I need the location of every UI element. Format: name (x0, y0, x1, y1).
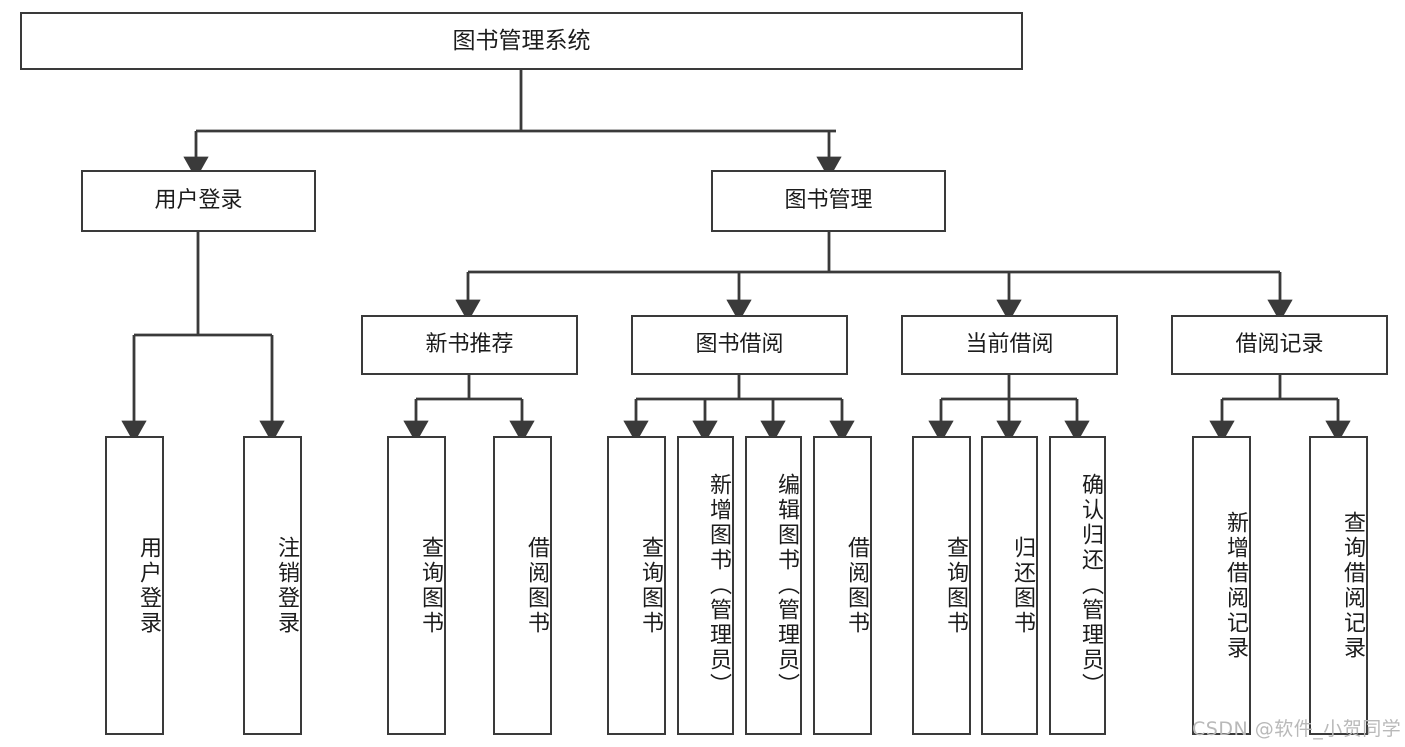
leaf-borrow-book-recommend-label: 借阅图书 (524, 535, 549, 636)
node-current-borrow-label: 当前借阅 (965, 332, 1054, 358)
leaf-query-borrow-record-label: 查询借阅记录 (1340, 510, 1365, 661)
leaf-add-book-admin-label: 新增图书（管理员） (706, 473, 731, 698)
leaf-logout-label: 注销登录 (274, 535, 299, 636)
leaf-edit-book-admin[interactable]: 编辑图书（管理员） (745, 436, 802, 735)
leaf-query-book-borrow[interactable]: 查询图书 (607, 436, 666, 735)
leaf-query-book-current-label: 查询图书 (943, 535, 968, 636)
node-borrow-record[interactable]: 借阅记录 (1171, 315, 1388, 375)
leaf-confirm-return-admin-label: 确认归还（管理员） (1078, 473, 1103, 698)
leaf-add-borrow-record[interactable]: 新增借阅记录 (1192, 436, 1251, 735)
leaf-add-borrow-record-label: 新增借阅记录 (1223, 510, 1248, 661)
node-new-book-recommend-label: 新书推荐 (425, 332, 514, 358)
leaf-edit-book-admin-label: 编辑图书（管理员） (774, 473, 799, 698)
leaf-user-login-label: 用户登录 (136, 535, 161, 636)
leaf-query-borrow-record[interactable]: 查询借阅记录 (1309, 436, 1368, 735)
leaf-query-book-recommend[interactable]: 查询图书 (387, 436, 446, 735)
leaf-query-book-recommend-label: 查询图书 (418, 535, 443, 636)
node-book-borrow[interactable]: 图书借阅 (631, 315, 848, 375)
node-user-login[interactable]: 用户登录 (81, 170, 316, 232)
leaf-logout[interactable]: 注销登录 (243, 436, 302, 735)
leaf-borrow-book-recommend[interactable]: 借阅图书 (493, 436, 552, 735)
node-new-book-recommend[interactable]: 新书推荐 (361, 315, 578, 375)
node-current-borrow[interactable]: 当前借阅 (901, 315, 1118, 375)
leaf-user-login[interactable]: 用户登录 (105, 436, 164, 735)
leaf-borrow-book-label: 借阅图书 (844, 535, 869, 636)
watermark: CSDN @软件_小贺同学 (1192, 718, 1402, 740)
node-root[interactable]: 图书管理系统 (20, 12, 1023, 70)
leaf-confirm-return-admin[interactable]: 确认归还（管理员） (1049, 436, 1106, 735)
leaf-return-book[interactable]: 归还图书 (981, 436, 1038, 735)
node-borrow-record-label: 借阅记录 (1235, 332, 1324, 358)
leaf-return-book-label: 归还图书 (1010, 535, 1035, 636)
node-root-label: 图书管理系统 (452, 27, 591, 54)
node-book-borrow-label: 图书借阅 (695, 332, 784, 358)
leaf-borrow-book[interactable]: 借阅图书 (813, 436, 872, 735)
node-user-login-label: 用户登录 (154, 188, 243, 214)
leaf-query-book-current[interactable]: 查询图书 (912, 436, 971, 735)
leaf-add-book-admin[interactable]: 新增图书（管理员） (677, 436, 734, 735)
leaf-query-book-borrow-label: 查询图书 (638, 535, 663, 636)
node-book-management[interactable]: 图书管理 (711, 170, 946, 232)
node-book-management-label: 图书管理 (784, 188, 873, 214)
